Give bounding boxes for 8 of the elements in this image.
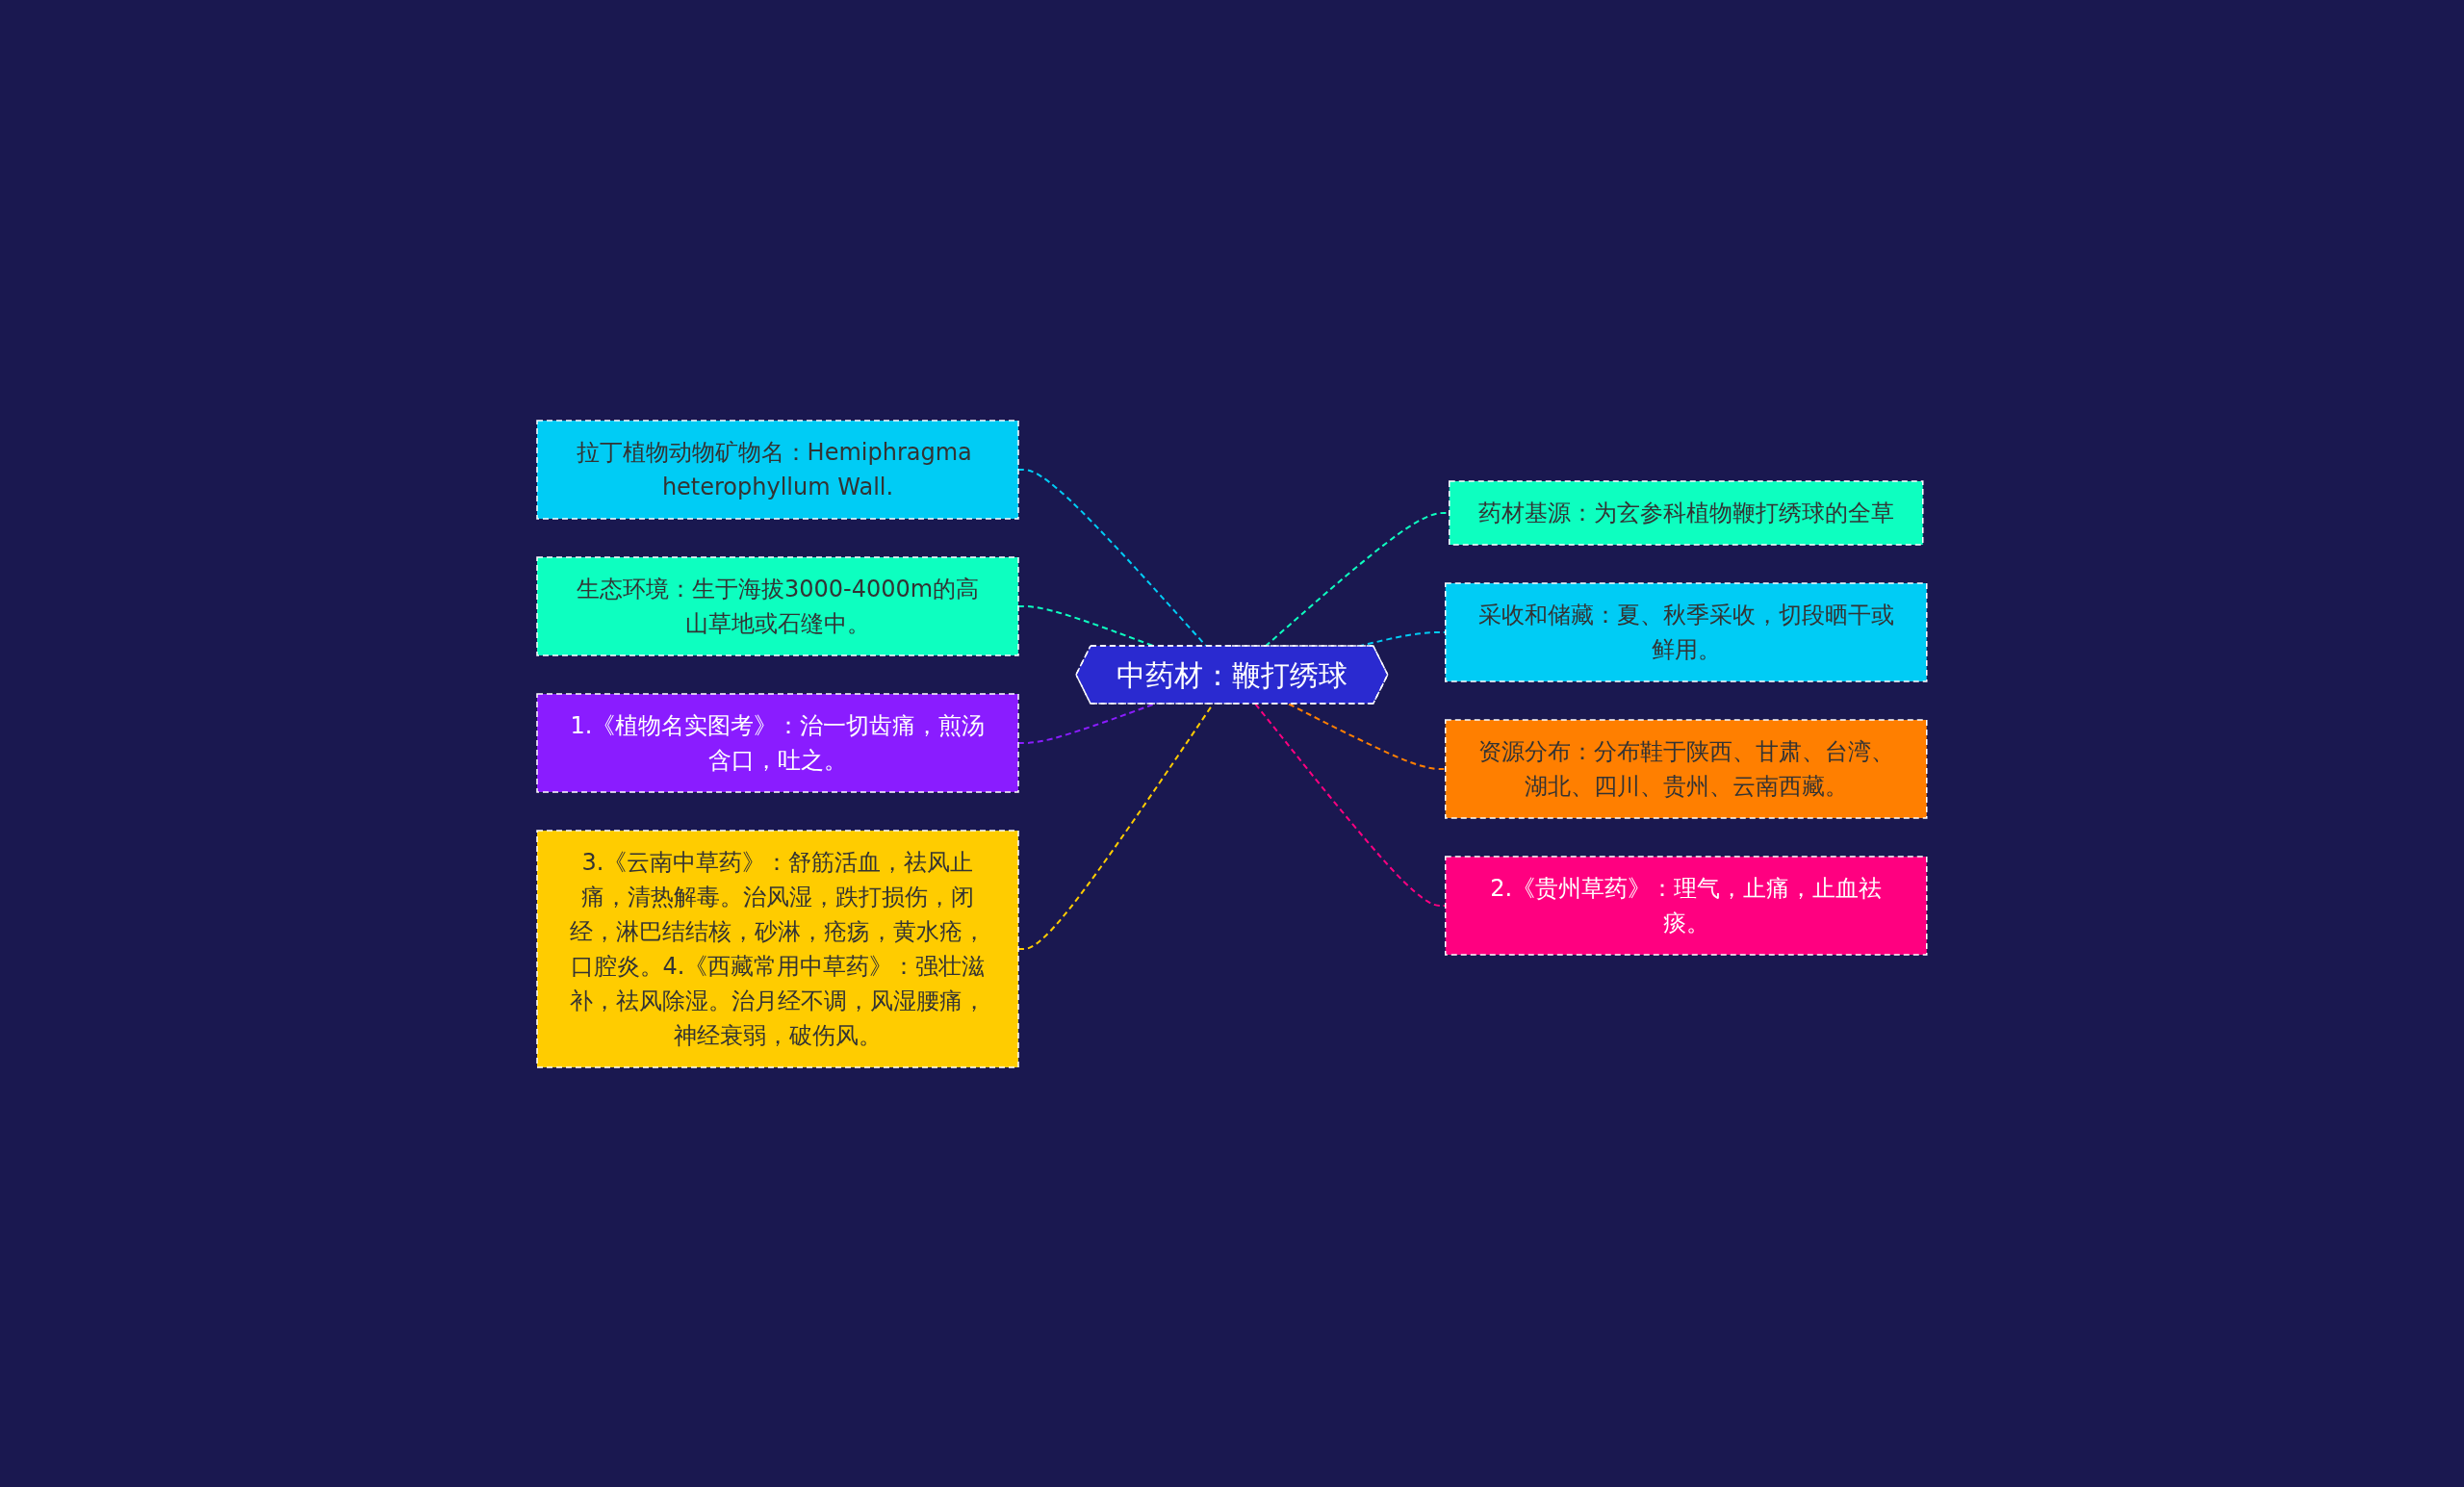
node-box: 2.《贵州草药》：理气，止痛，止血祛痰。 xyxy=(1445,855,1928,956)
node-box: 资源分布：分布鞋于陕西、甘肃、台湾、湖北、四川、贵州、云南西藏。 xyxy=(1445,718,1928,819)
node-box: 拉丁植物动物矿物名：Hemiphragma heterophyllum Wall. xyxy=(536,419,1019,520)
node-box: 采收和储藏：夏、秋季采收，切段晒干或鲜用。 xyxy=(1445,581,1928,682)
node-box: 1.《植物名实图考》：治一切齿痛，煎汤含口，吐之。 xyxy=(536,692,1019,793)
node-box: 生态环境：生于海拔3000-4000m的高山草地或石缝中。 xyxy=(536,555,1019,656)
node-box: 药材基源：为玄参科植物鞭打绣球的全草 xyxy=(1449,479,1924,546)
node-box: 3.《云南中草药》：舒筋活血，祛风止痛，清热解毒。治风湿，跌打损伤，闭经，淋巴结结核，砂淋，疮疡，黄水疮，口腔炎。4.《西藏常用中草药》：强壮滋补，祛风除湿。治月经不调，风湿腰痛，神经衰弱，破伤风。 xyxy=(536,829,1019,1068)
